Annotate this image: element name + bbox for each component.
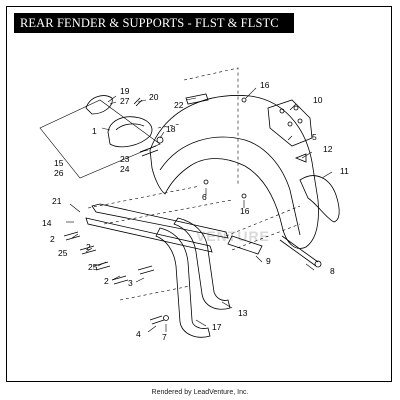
- callout-10: 10: [313, 95, 323, 105]
- strut-right: [173, 217, 231, 310]
- callout-17: 17: [212, 322, 222, 332]
- strut-left: [155, 227, 211, 338]
- diagram-frame: [6, 6, 392, 382]
- reflector: [85, 95, 113, 115]
- callout-15: 15: [54, 158, 64, 168]
- callout-27: 27: [120, 96, 130, 106]
- diagram-title: REAR FENDER & SUPPORTS - FLST & FLSTC: [20, 16, 279, 30]
- callout-22: 22: [174, 100, 184, 110]
- fender-tip: [299, 175, 340, 223]
- footer-credit: Rendered by LeadVenture, Inc.: [151, 389, 249, 396]
- callout-4: 4: [136, 329, 141, 339]
- callout-5: 5: [312, 132, 317, 142]
- bolt-8: [279, 235, 319, 267]
- callout-7: 7: [162, 332, 167, 342]
- callout-13: 13: [238, 308, 248, 318]
- callout-12: 12: [323, 144, 333, 154]
- callout-2a: 2: [50, 234, 55, 244]
- callout-23: 23: [120, 154, 130, 164]
- rear-fender: [149, 95, 319, 249]
- callout-25b: 25: [88, 262, 98, 272]
- callout-18: 18: [166, 124, 176, 134]
- callout-26: 26: [54, 168, 64, 178]
- callout-19: 19: [120, 86, 130, 96]
- callout-21: 21: [52, 196, 62, 206]
- callout-3: 3: [128, 278, 133, 288]
- support-rail-upper: [91, 203, 229, 239]
- tail-light: [107, 116, 153, 148]
- callout-1: 1: [92, 126, 97, 136]
- callout-16: 16: [260, 80, 270, 90]
- callout-14: 14: [42, 218, 52, 228]
- callout-25a: 25: [58, 248, 68, 258]
- callout-11: 11: [340, 166, 349, 176]
- callout-2c: 2: [104, 276, 109, 286]
- callout-6: 6: [202, 192, 207, 202]
- callout-24: 24: [120, 164, 130, 174]
- support-rail-lower: [85, 217, 213, 253]
- callout-9: 9: [266, 256, 271, 266]
- callout-20: 20: [149, 92, 159, 102]
- title-bar: REAR FENDER & SUPPORTS - FLST & FLSTC: [14, 13, 294, 33]
- bracket-22: [185, 93, 209, 105]
- callout-16b: 16: [240, 206, 250, 216]
- license-bracket: [267, 99, 313, 147]
- callout-2b: 2: [86, 242, 91, 252]
- callout-8: 8: [330, 266, 335, 276]
- spacer-9: [227, 235, 263, 255]
